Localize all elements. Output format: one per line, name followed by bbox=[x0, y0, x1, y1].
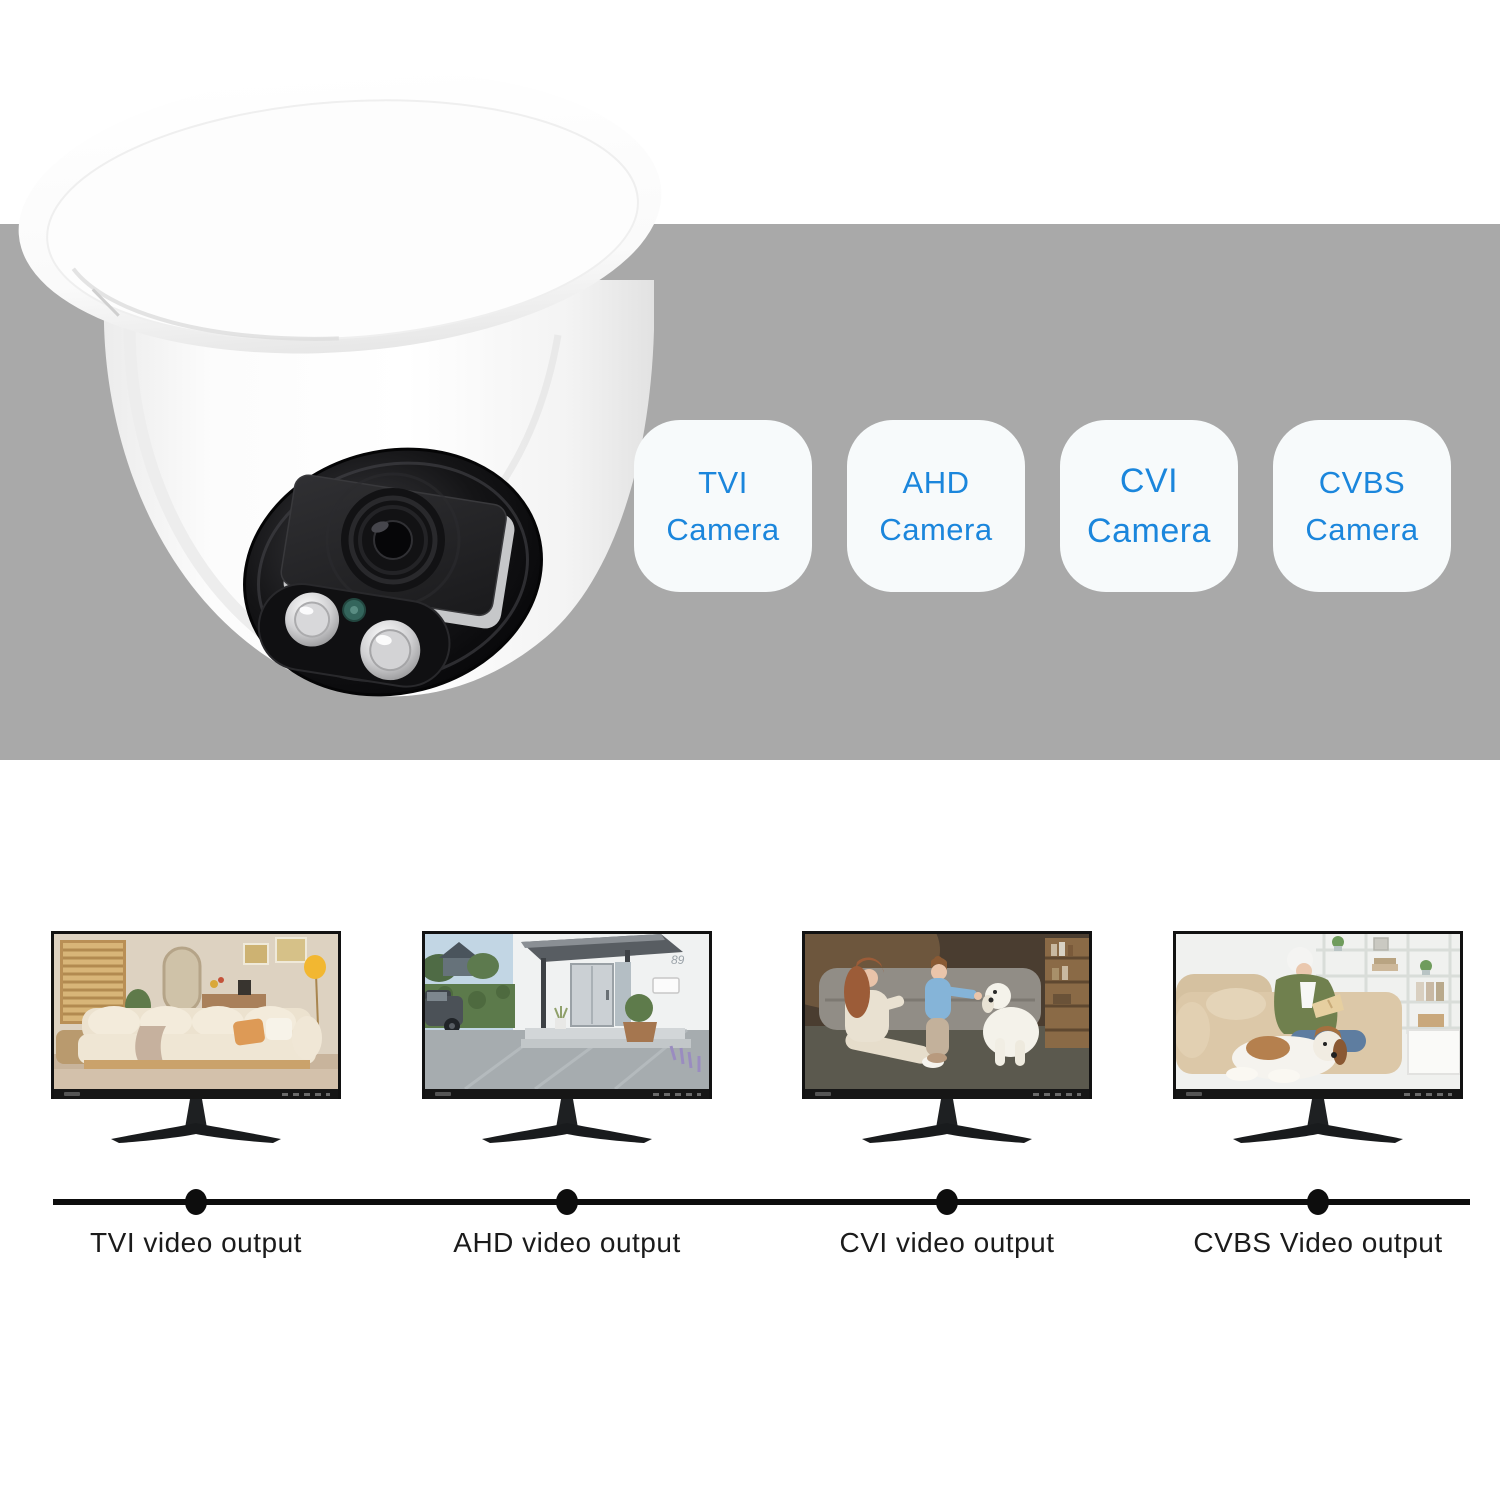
monitor-osd-buttons bbox=[282, 1093, 330, 1096]
protocol-camera-label: Camera bbox=[879, 512, 993, 547]
protocol-card-tvi: TVI Camera bbox=[634, 420, 812, 592]
house-number-text: 89 bbox=[671, 953, 685, 967]
protocol-name: CVBS bbox=[1318, 465, 1406, 500]
camera-base bbox=[18, 70, 662, 354]
monitor-screen bbox=[1173, 931, 1463, 1099]
monitor-stand bbox=[111, 1099, 281, 1143]
scene-house-entrance: 89 bbox=[425, 934, 709, 1089]
scene-living-room bbox=[54, 934, 338, 1089]
monitor-bezel bbox=[1176, 1089, 1460, 1099]
protocol-name: CVI bbox=[1119, 462, 1179, 500]
camera-ir-leds bbox=[257, 583, 451, 688]
output-label-ahd: AHD video output bbox=[453, 1227, 681, 1258]
protocol-card-cvi: CVI Camera bbox=[1060, 420, 1238, 592]
monitor-osd-buttons bbox=[1404, 1093, 1452, 1096]
output-label-tvi: TVI video output bbox=[90, 1227, 302, 1258]
turret-camera-image bbox=[18, 70, 662, 697]
protocol-name: AHD bbox=[902, 465, 970, 500]
camera-lens bbox=[325, 472, 461, 608]
output-label-cvi: CVI video output bbox=[839, 1227, 1055, 1258]
monitor-column-cvi bbox=[802, 931, 1092, 1144]
timeline-dot-tvi bbox=[185, 1189, 207, 1215]
monitor-column-tvi bbox=[51, 931, 341, 1144]
output-label-cvbs: CVBS Video output bbox=[1193, 1227, 1443, 1258]
monitor-screen: 89 bbox=[422, 931, 712, 1099]
scene-grandmother-beagle bbox=[1176, 934, 1460, 1089]
monitor-bezel bbox=[425, 1089, 709, 1099]
monitor-logo bbox=[64, 1092, 80, 1096]
timeline-dot-cvi bbox=[936, 1189, 958, 1215]
protocol-name: TVI bbox=[698, 465, 748, 500]
timeline-dot-ahd bbox=[556, 1189, 578, 1215]
timeline-dot-cvbs bbox=[1307, 1189, 1329, 1215]
monitor-screen bbox=[802, 931, 1092, 1099]
monitor-stand bbox=[482, 1099, 652, 1143]
protocol-camera-label: Camera bbox=[1305, 512, 1419, 547]
monitor-logo bbox=[435, 1092, 451, 1096]
monitor-screen bbox=[51, 931, 341, 1099]
monitor-osd-buttons bbox=[1033, 1093, 1081, 1096]
scene-family-dog bbox=[805, 934, 1089, 1089]
monitor-bezel bbox=[54, 1089, 338, 1099]
protocol-card-ahd: AHD Camera bbox=[847, 420, 1025, 592]
monitor-logo bbox=[1186, 1092, 1202, 1096]
monitor-logo bbox=[815, 1092, 831, 1096]
protocol-card-cvbs: CVBS Camera bbox=[1273, 420, 1451, 592]
timeline-line bbox=[53, 1199, 1470, 1205]
monitor-column-cvbs bbox=[1173, 931, 1463, 1144]
monitor-bezel bbox=[805, 1089, 1089, 1099]
protocol-camera-label: Camera bbox=[666, 512, 780, 547]
monitor-stand bbox=[1233, 1099, 1403, 1143]
protocol-camera-label: Camera bbox=[1087, 512, 1211, 550]
monitor-stand bbox=[862, 1099, 1032, 1143]
monitor-osd-buttons bbox=[653, 1093, 701, 1096]
monitor-column-ahd: 89 bbox=[422, 931, 712, 1144]
